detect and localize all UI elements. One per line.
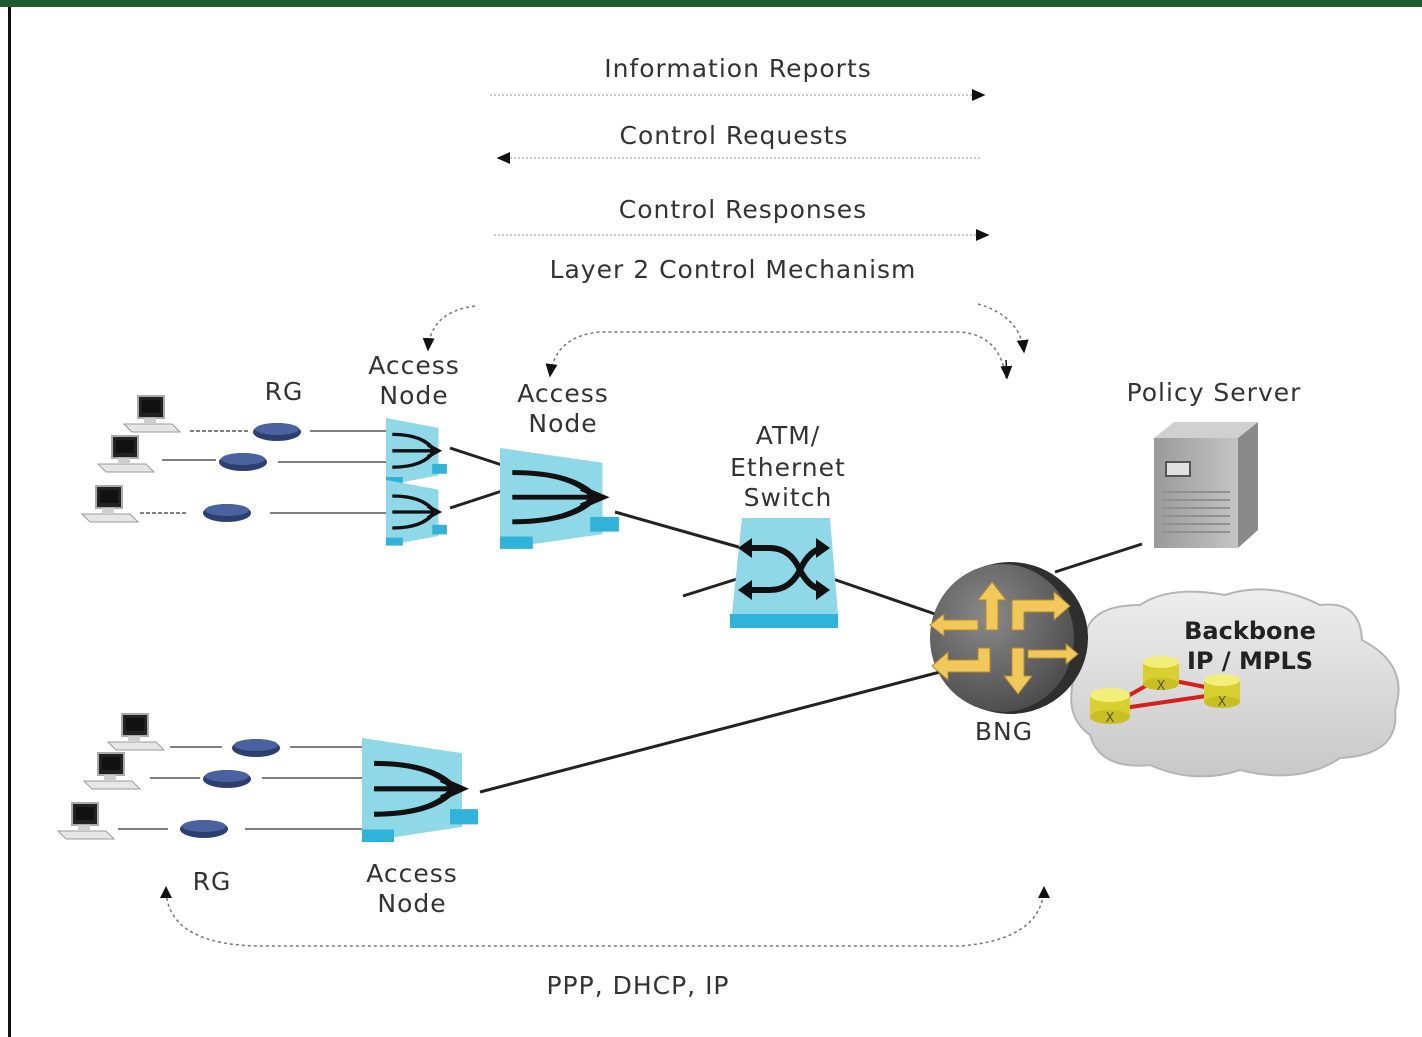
switch-label-line3: Switch [744,483,833,512]
policy-server-label: Policy Server [1127,378,1302,407]
rg-top-label: RG [265,377,304,406]
layer2-mechanism-label: Layer 2 Control Mechanism [550,255,917,284]
information-reports-label: Information Reports [604,54,872,83]
access-node-3-icon [362,738,478,842]
svg-text:X: X [1157,679,1166,694]
mpls-router-icon: X [1204,674,1240,710]
rg-bottom-label: RG [193,867,232,896]
switch-label-line1: ATM/ [756,421,820,450]
mpls-router-icon: X [1143,656,1179,694]
access-node-1a-icon [386,418,447,485]
computer-icon [57,802,115,840]
access-node-2-label-line2: Node [528,409,597,438]
access-node-1-label-line2: Node [379,381,448,410]
backbone-cloud: Backbone IP / MPLS X X X [1070,588,1400,778]
computer-icon [123,395,181,433]
access-node-2-icon [500,448,619,549]
computer-icon [97,435,155,473]
rg-modem-icon [203,770,251,788]
access-node-1-label-line1: Access [368,351,460,380]
ppp-dhcp-ip-arrow [165,889,1045,947]
layer2-arrow-bng-inner [1000,359,1013,380]
atm-ethernet-switch-icon [730,518,838,628]
rg-modem-icon [219,453,267,471]
computer-icon [83,752,141,790]
ppp-arrow-head-left [160,886,172,898]
layer2-arrow-bng-outer [977,303,1029,354]
rg-modem-icon [232,739,280,757]
layer2-arrow-an2 [545,331,1007,379]
svg-text:X: X [1106,711,1115,726]
computer-icon [107,713,165,751]
rg-modem-icon [203,504,251,522]
bng-router-icon [929,562,1088,714]
bng-label: BNG [975,717,1033,746]
control-requests-label: Control Requests [620,121,849,150]
network-links [449,446,1143,794]
backbone-label-line1: Backbone [1184,617,1316,645]
access-node-2-label-line1: Access [517,379,609,408]
computer-icon [81,485,139,523]
rg-modem-icon [253,423,301,441]
window-top-border [0,0,1422,7]
policy-server-icon [1154,422,1258,548]
access-node-3-label-line2: Node [377,889,446,918]
window-left-border [8,7,11,1037]
switch-label-line2: Ethernet [730,453,846,482]
access-node-3-label-line1: Access [366,859,458,888]
rg-modem-icon [180,820,228,838]
mpls-router-icon: X [1090,688,1130,726]
control-responses-label: Control Responses [619,195,867,224]
ppp-arrow-head-right [1038,886,1050,898]
access-node-1b-icon [386,480,447,546]
svg-text:X: X [1218,695,1227,710]
backbone-label-line2: IP / MPLS [1187,647,1313,675]
protocols-label: PPP, DHCP, IP [546,971,729,1000]
layer2-arrow-an1 [422,305,476,352]
user-links [118,430,387,830]
